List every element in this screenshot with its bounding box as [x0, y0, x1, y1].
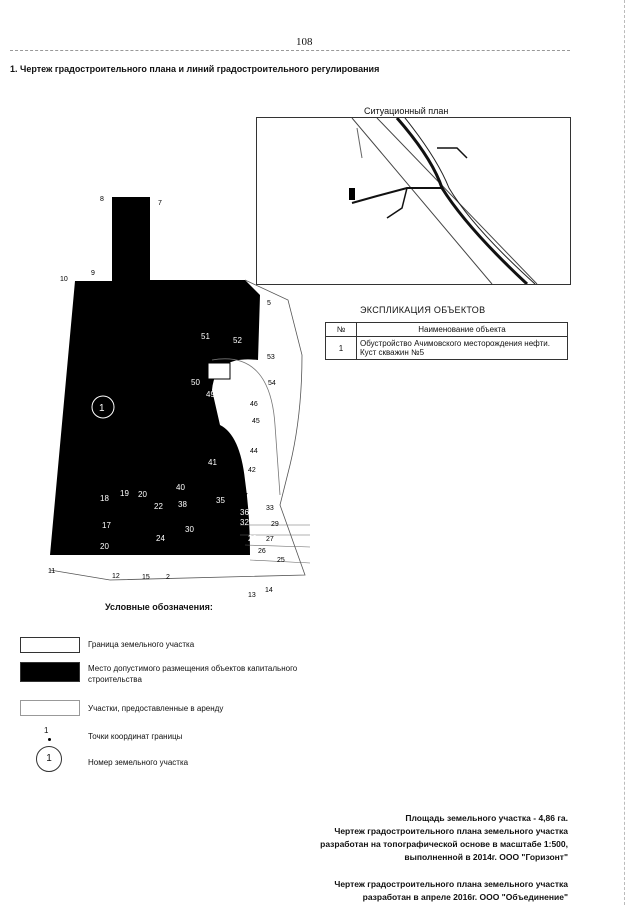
svg-text:26: 26: [258, 548, 266, 555]
explication-title: ЭКСПЛИКАЦИЯ ОБЪЕКТОВ: [360, 305, 486, 315]
svg-text:49: 49: [206, 390, 215, 399]
svg-text:38: 38: [178, 500, 187, 509]
svg-text:20: 20: [100, 542, 109, 551]
svg-text:45: 45: [252, 418, 260, 425]
svg-text:8: 8: [100, 196, 104, 203]
footer-line-5: разработан в апреле 2016г. ООО "Объедине…: [362, 892, 568, 902]
footer-line-3: выполненной в 2014г. ООО "Горизонт": [404, 852, 568, 862]
row-number: 1: [325, 336, 357, 360]
svg-text:32: 32: [240, 518, 249, 527]
svg-text:51: 51: [201, 332, 210, 341]
svg-text:22: 22: [154, 502, 163, 511]
svg-text:35: 35: [216, 496, 225, 505]
legend-lease-swatch: [20, 700, 80, 716]
svg-text:12: 12: [112, 573, 120, 580]
footer-line-4: Чертеж градостроительного плана земельно…: [334, 879, 568, 889]
legend-title: Условные обозначения:: [105, 602, 213, 612]
explication-table: № Наименование объекта 1 Обустройство Ач…: [325, 322, 568, 360]
svg-text:47: 47: [223, 399, 232, 408]
legend-permitted-area-swatch: [20, 662, 80, 682]
page-number: 108: [296, 36, 313, 48]
table-row: 1 Обустройство Ачимовского месторождения…: [325, 336, 568, 360]
svg-text:30: 30: [185, 525, 194, 534]
svg-text:52: 52: [233, 336, 242, 345]
boundary-point-icon: 1: [44, 726, 49, 735]
svg-text:29: 29: [271, 521, 279, 528]
svg-text:11: 11: [48, 568, 55, 575]
svg-text:54: 54: [268, 380, 276, 387]
footer-line-2: разработан на топографической основе в м…: [320, 839, 568, 849]
svg-text:44: 44: [250, 448, 258, 455]
svg-text:13: 13: [248, 592, 256, 599]
parcel-number: 1: [99, 403, 105, 414]
svg-text:40: 40: [176, 483, 185, 492]
svg-text:25: 25: [277, 557, 285, 564]
legend-item-lease: Участки, предоставленные в аренду: [88, 704, 224, 713]
svg-text:7: 7: [158, 200, 162, 207]
svg-text:53: 53: [267, 354, 275, 361]
top-divider: [10, 50, 570, 51]
svg-text:10: 10: [60, 276, 68, 283]
page-title: 1. Чертеж градостроительного плана и лин…: [10, 64, 380, 74]
legend-boundary-swatch: [20, 637, 80, 653]
svg-text:5: 5: [267, 300, 271, 307]
svg-text:46: 46: [250, 401, 258, 408]
legend-item-boundary: Граница земельного участка: [88, 640, 195, 649]
svg-text:20: 20: [138, 490, 147, 499]
svg-text:14: 14: [265, 587, 273, 594]
column-header-name: Наименование объекта: [356, 322, 568, 337]
svg-text:24: 24: [156, 534, 165, 543]
boundary-point-dot-icon: [48, 738, 51, 741]
svg-text:18: 18: [100, 494, 109, 503]
svg-text:36: 36: [240, 508, 249, 517]
situation-plan-drawing: [349, 118, 538, 284]
legend-item-permitted-area: Место допустимого размещения объектов ка…: [88, 664, 298, 684]
svg-text:6: 6: [153, 280, 157, 287]
footer-area: Площадь земельного участка - 4,86 га.: [405, 813, 568, 823]
footer-line-1: Чертеж градостроительного плана земельно…: [334, 826, 568, 836]
situation-plan-title: Ситуационный план: [364, 106, 449, 116]
svg-text:9: 9: [91, 270, 95, 277]
scan-edge-line: [624, 0, 626, 905]
svg-text:27: 27: [266, 536, 274, 543]
legend-item-boundary-point: Точки координат границы: [88, 732, 183, 741]
svg-text:50: 50: [191, 378, 200, 387]
svg-text:33: 33: [266, 505, 274, 512]
column-header-number: №: [325, 322, 357, 337]
svg-text:42: 42: [248, 467, 256, 474]
parcel-number-icon: 1: [36, 746, 62, 772]
svg-text:41: 41: [208, 458, 217, 467]
situation-plan-map: [256, 117, 571, 285]
svg-text:2: 2: [166, 574, 170, 581]
table-header-row: № Наименование объекта: [325, 322, 568, 337]
svg-text:28: 28: [248, 534, 257, 543]
legend-item-parcel-number: Номер земельного участка: [88, 758, 189, 767]
svg-text:19: 19: [120, 489, 129, 498]
svg-text:37: 37: [240, 493, 248, 500]
svg-text:17: 17: [102, 521, 111, 530]
row-name: Обустройство Ачимовского месторождения н…: [356, 336, 568, 360]
svg-text:15: 15: [142, 574, 150, 581]
